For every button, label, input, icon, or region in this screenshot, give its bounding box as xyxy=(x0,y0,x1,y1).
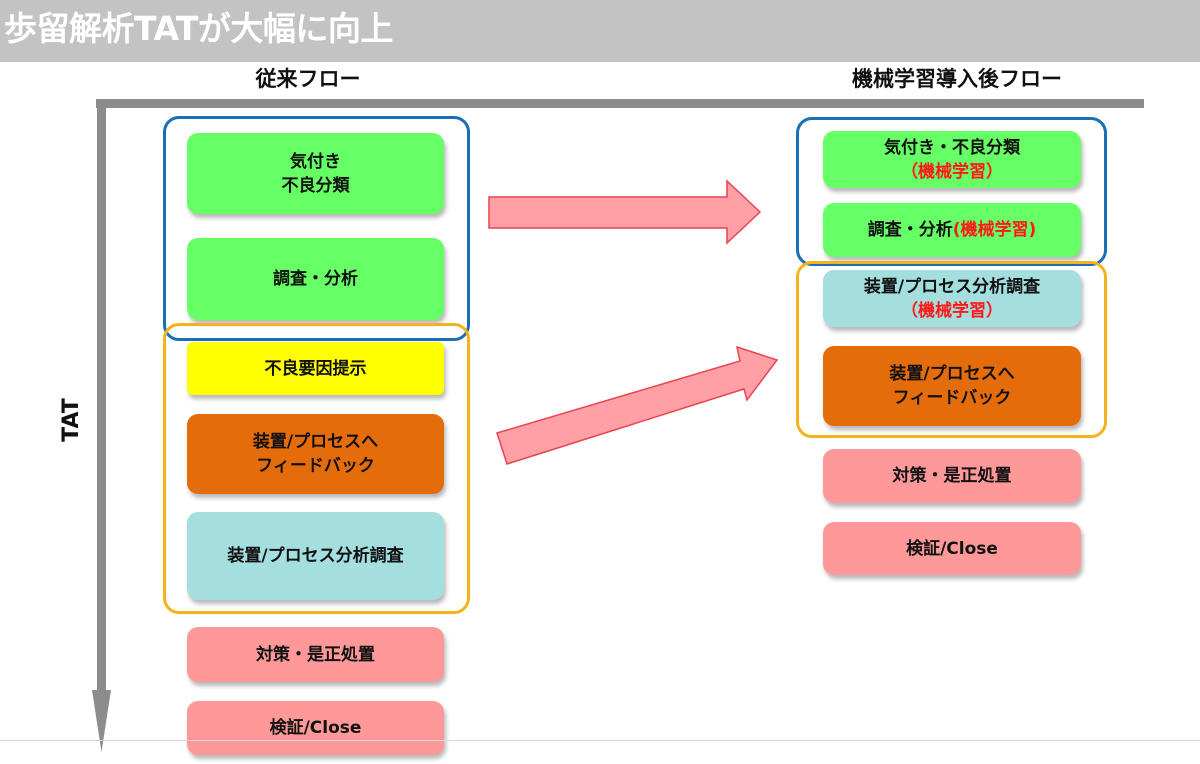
conv-verification-box: 検証/Close xyxy=(187,701,444,755)
ml-countermeasure-label: 対策・是正処置 xyxy=(892,466,1012,486)
conv-countermeasure-label: 対策・是正処置 xyxy=(256,644,375,665)
ml-feedback-group-outline xyxy=(796,261,1107,438)
conv-defect-cause-box: 不良要因提示 xyxy=(187,342,444,395)
bottom-divider xyxy=(0,740,1200,741)
conv-awareness-line2: 不良分類 xyxy=(281,175,350,196)
conv-equipment-analysis-box: 装置/プロセス分析調査 xyxy=(187,512,444,600)
conv-verification-label: 検証/Close xyxy=(269,718,362,738)
ml-flow-heading: 機械学習導入後フロー xyxy=(852,67,1062,91)
ml-analysis-group-outline xyxy=(796,117,1107,266)
ml-investigation-box: 調査・分析(機械学習) xyxy=(823,203,1081,257)
ml-investigation-ml-tag: (機械学習) xyxy=(952,220,1037,240)
ml-equipment-analysis-ml-tag: （機械学習） xyxy=(901,300,1003,321)
conv-feedback-group-outline xyxy=(163,323,470,614)
conv-analysis-group-outline xyxy=(163,116,470,341)
ml-awareness-box: 気付き・不良分類 （機械学習） xyxy=(823,131,1081,188)
conv-feedback-line1: 装置/プロセスへ xyxy=(252,432,379,452)
horizontal-axis xyxy=(96,99,1144,108)
title-bar: 歩留解析TATが大幅に向上 xyxy=(0,0,1200,62)
ml-awareness-label: 気付き・不良分類 xyxy=(884,137,1020,158)
conv-investigation-box: 調査・分析 xyxy=(187,238,444,320)
conv-defect-cause-label: 不良要因提示 xyxy=(264,358,367,379)
ml-equipment-analysis-label: 装置/プロセス分析調査 xyxy=(863,276,1041,297)
ml-investigation-label: 調査・分析 xyxy=(867,220,953,240)
ml-investigation-line: 調査・分析(機械学習) xyxy=(868,218,1037,242)
upper-transition-arrow xyxy=(488,179,762,245)
tat-axis-arrowhead xyxy=(92,690,111,752)
lower-transition-arrow xyxy=(496,345,779,465)
ml-feedback-line2: フィードバック xyxy=(892,388,1012,408)
tat-axis-label: TAT xyxy=(59,398,84,442)
ml-feedback-line1: 装置/プロセスへ xyxy=(889,364,1015,384)
conv-countermeasure-box: 対策・是正処置 xyxy=(187,627,444,682)
ml-countermeasure-box: 対策・是正処置 xyxy=(823,449,1081,503)
ml-verification-label: 検証/Close xyxy=(906,538,998,559)
conv-feedback-line2: フィードバック xyxy=(256,456,375,476)
page-title: 歩留解析TATが大幅に向上 xyxy=(4,9,393,48)
tat-axis-line xyxy=(97,100,106,695)
ml-awareness-ml-tag: （機械学習） xyxy=(901,161,1003,182)
conv-investigation-label: 調査・分析 xyxy=(273,269,358,289)
conv-feedback-box: 装置/プロセスへ フィードバック xyxy=(187,414,444,494)
conv-awareness-box: 気付き 不良分類 xyxy=(187,133,444,214)
conv-awareness-line1: 気付き xyxy=(290,151,341,172)
ml-equipment-analysis-box: 装置/プロセス分析調査 （機械学習） xyxy=(823,270,1081,327)
conv-equipment-analysis-label: 装置/プロセス分析調査 xyxy=(227,546,404,566)
conventional-flow-heading: 従来フロー xyxy=(255,67,361,91)
ml-feedback-box: 装置/プロセスへ フィードバック xyxy=(823,346,1081,426)
ml-verification-box: 検証/Close xyxy=(823,522,1081,575)
